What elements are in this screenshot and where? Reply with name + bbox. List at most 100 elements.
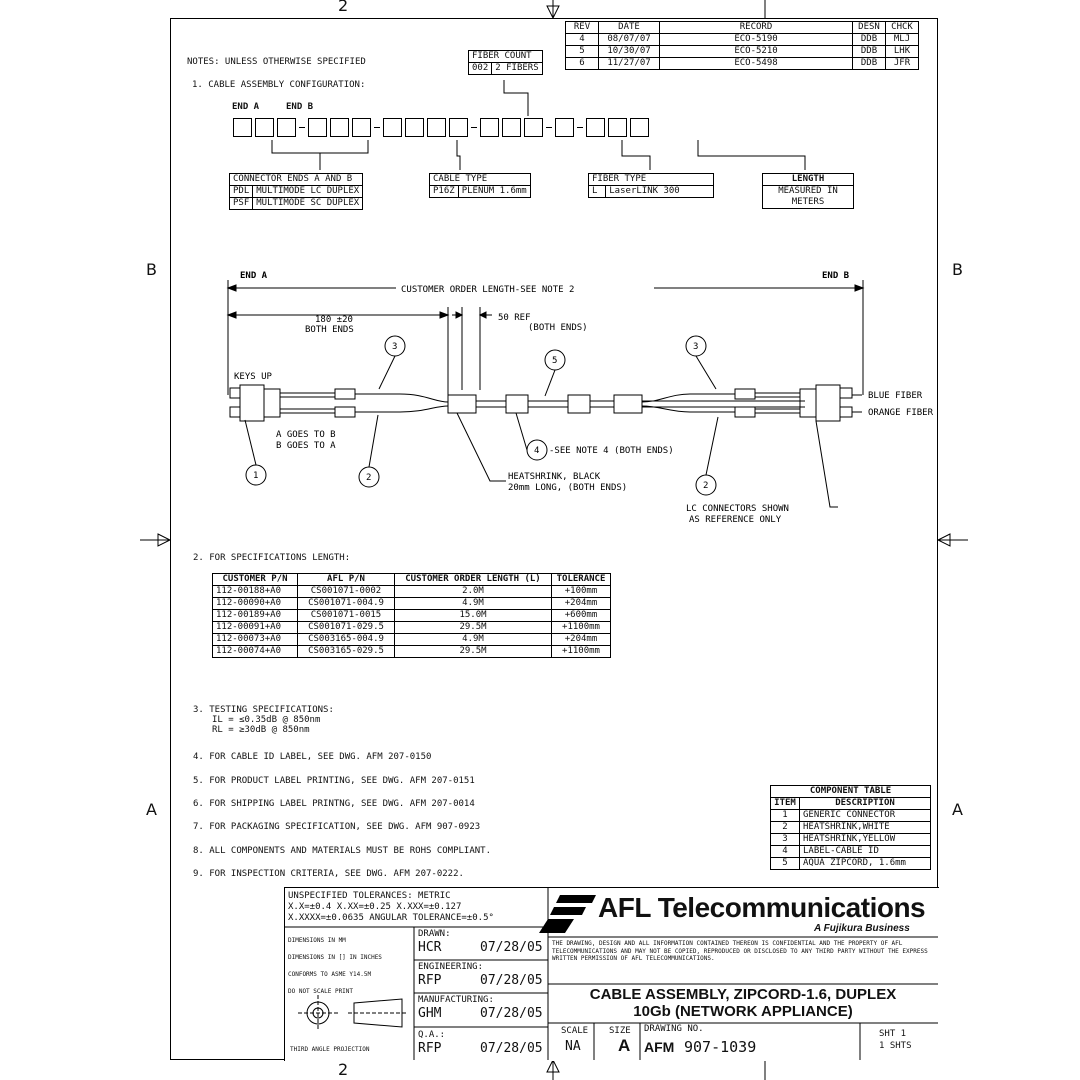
pn-box — [555, 118, 574, 137]
note-7: 7. FOR PACKAGING SPECIFICATION, SEE DWG.… — [193, 822, 481, 832]
cell: HEATSHRINK,WHITE — [799, 821, 931, 834]
qa-label: Q.A.: — [418, 1030, 446, 1040]
confidential-notice: THE DRAWING, DESIGN AND ALL INFORMATION … — [552, 940, 928, 962]
mfg-date: 07/28/05 — [480, 1006, 543, 1021]
rev-cell: 4 — [565, 33, 599, 46]
zone-marker-bottom: 2 — [338, 1060, 349, 1079]
no-scale-note: DO NOT SCALE PRINT — [288, 988, 354, 995]
mfg-label: MANUFACTURING: — [418, 995, 494, 1005]
order-length-header: CUSTOMER ORDER LENGTH (L) — [394, 573, 552, 586]
cell: CS003165-029.5 — [297, 645, 395, 658]
dim-180-sub: BOTH ENDS — [305, 325, 354, 335]
cell: 4 — [770, 845, 800, 858]
cell: 5 — [770, 857, 800, 870]
config-end-a: END A — [232, 102, 260, 112]
zone-marker-left-b: B — [146, 260, 157, 279]
connector-code: PSF — [228, 197, 254, 210]
cell: 29.5M — [394, 621, 552, 634]
orange-fiber-label: ORANGE FIBER — [868, 408, 934, 418]
pn-box — [502, 118, 521, 137]
eng-by: RFP — [418, 973, 442, 988]
fiber-type-title: FIBER TYPE — [588, 173, 714, 186]
revision-table: REV DATE RECORD DESN CHCK 4 08/07/07 ECO… — [565, 21, 919, 70]
cell: 3 — [770, 833, 800, 846]
drawn-by: HCR — [418, 940, 442, 955]
zone-marker-right-a: A — [952, 800, 963, 819]
dim-50-label: 50 REF — [498, 313, 531, 323]
table-row: 5 10/30/07 ECO-5210 DDB LHK — [565, 45, 919, 58]
dim-in-note: DIMENSIONS IN [] IN INCHES — [288, 954, 382, 961]
mfg-by: GHM — [418, 1006, 442, 1021]
cell: 4.9M — [394, 597, 552, 610]
length-desc-2: METERS — [762, 197, 854, 209]
pn-box — [233, 118, 252, 137]
cell: +1100mm — [551, 645, 611, 658]
config-leaders — [271, 80, 806, 170]
cable-type-title: CABLE TYPE — [429, 173, 531, 186]
cell: CS003165-004.9 — [297, 633, 395, 646]
cell: 1 — [770, 809, 800, 822]
cell: 2.0M — [394, 585, 552, 598]
pn-box — [255, 118, 274, 137]
rev-header: REV — [565, 21, 599, 34]
pn-box — [524, 118, 543, 137]
pn-box — [630, 118, 649, 137]
fiber-count-code: 002 — [467, 62, 493, 75]
desn-cell: DDB — [852, 33, 886, 46]
cell: HEATSHRINK,YELLOW — [799, 833, 931, 846]
cell: CS001071-0002 — [297, 585, 395, 598]
pn-box — [352, 118, 371, 137]
a-to-b-label: A GOES TO B — [276, 430, 336, 440]
lc-ref-label-2: AS REFERENCE ONLY — [689, 515, 782, 525]
config-end-b: END B — [286, 102, 314, 112]
zone-marker-left-a: A — [146, 800, 157, 819]
cell: 112-00188+A0 — [212, 585, 298, 598]
dim-180-label: 180 ±20 — [315, 315, 353, 325]
dwg-no-prefix: AFM — [644, 1039, 675, 1055]
fiber-type-desc: LaserLINK 300 — [605, 185, 714, 198]
note-2: 2. FOR SPECIFICATIONS LENGTH: — [193, 553, 351, 563]
drawing-title-2: 10Gb (NETWORK APPLIANCE) — [633, 1003, 853, 1020]
cell: 112-00091+A0 — [212, 621, 298, 634]
zone-marker-right-b: B — [952, 260, 963, 279]
length-title: LENGTH — [762, 173, 854, 186]
zone-marker-top: 2 — [338, 0, 349, 15]
scale-label: SCALE — [561, 1026, 589, 1036]
cell: +600mm — [551, 609, 611, 622]
fiber-count-box: FIBER COUNT 002 2 FIBERS — [467, 50, 543, 75]
cell: 112-00074+A0 — [212, 645, 298, 658]
desn-header: DESN — [852, 21, 886, 34]
cable-type-code: P16Z — [429, 185, 459, 198]
spec-header-row: CUSTOMER P/N AFL P/N CUSTOMER ORDER LENG… — [212, 573, 611, 586]
title-block-lines — [284, 887, 938, 1060]
balloon-label: 1 — [253, 471, 258, 481]
length-desc-1: MEASURED IN — [762, 185, 854, 197]
balloon-label: 2 — [366, 473, 371, 483]
cell: 4.9M — [394, 633, 552, 646]
tolerance-line-2: X.X=±0.4 X.XX=±0.25 X.XXX=±0.127 — [288, 902, 462, 912]
cell: +204mm — [551, 597, 611, 610]
cell: 112-00073+A0 — [212, 633, 298, 646]
eng-date: 07/28/05 — [480, 973, 543, 988]
note-5: 5. FOR PRODUCT LABEL PRINTING, SEE DWG. … — [193, 776, 475, 786]
note-1: 1. CABLE ASSEMBLY CONFIGURATION: — [192, 80, 366, 90]
sheet-count: 1 SHTS — [879, 1041, 912, 1051]
balloon-label: 2 — [703, 481, 708, 491]
cell: +100mm — [551, 585, 611, 598]
drawn-date: 07/28/05 — [480, 940, 543, 955]
tolerance-line-1: UNSPECIFIED TOLERANCES: METRIC — [288, 891, 451, 901]
company-name: AFL Telecommunications — [598, 892, 926, 923]
b-to-a-label: B GOES TO A — [276, 441, 336, 451]
